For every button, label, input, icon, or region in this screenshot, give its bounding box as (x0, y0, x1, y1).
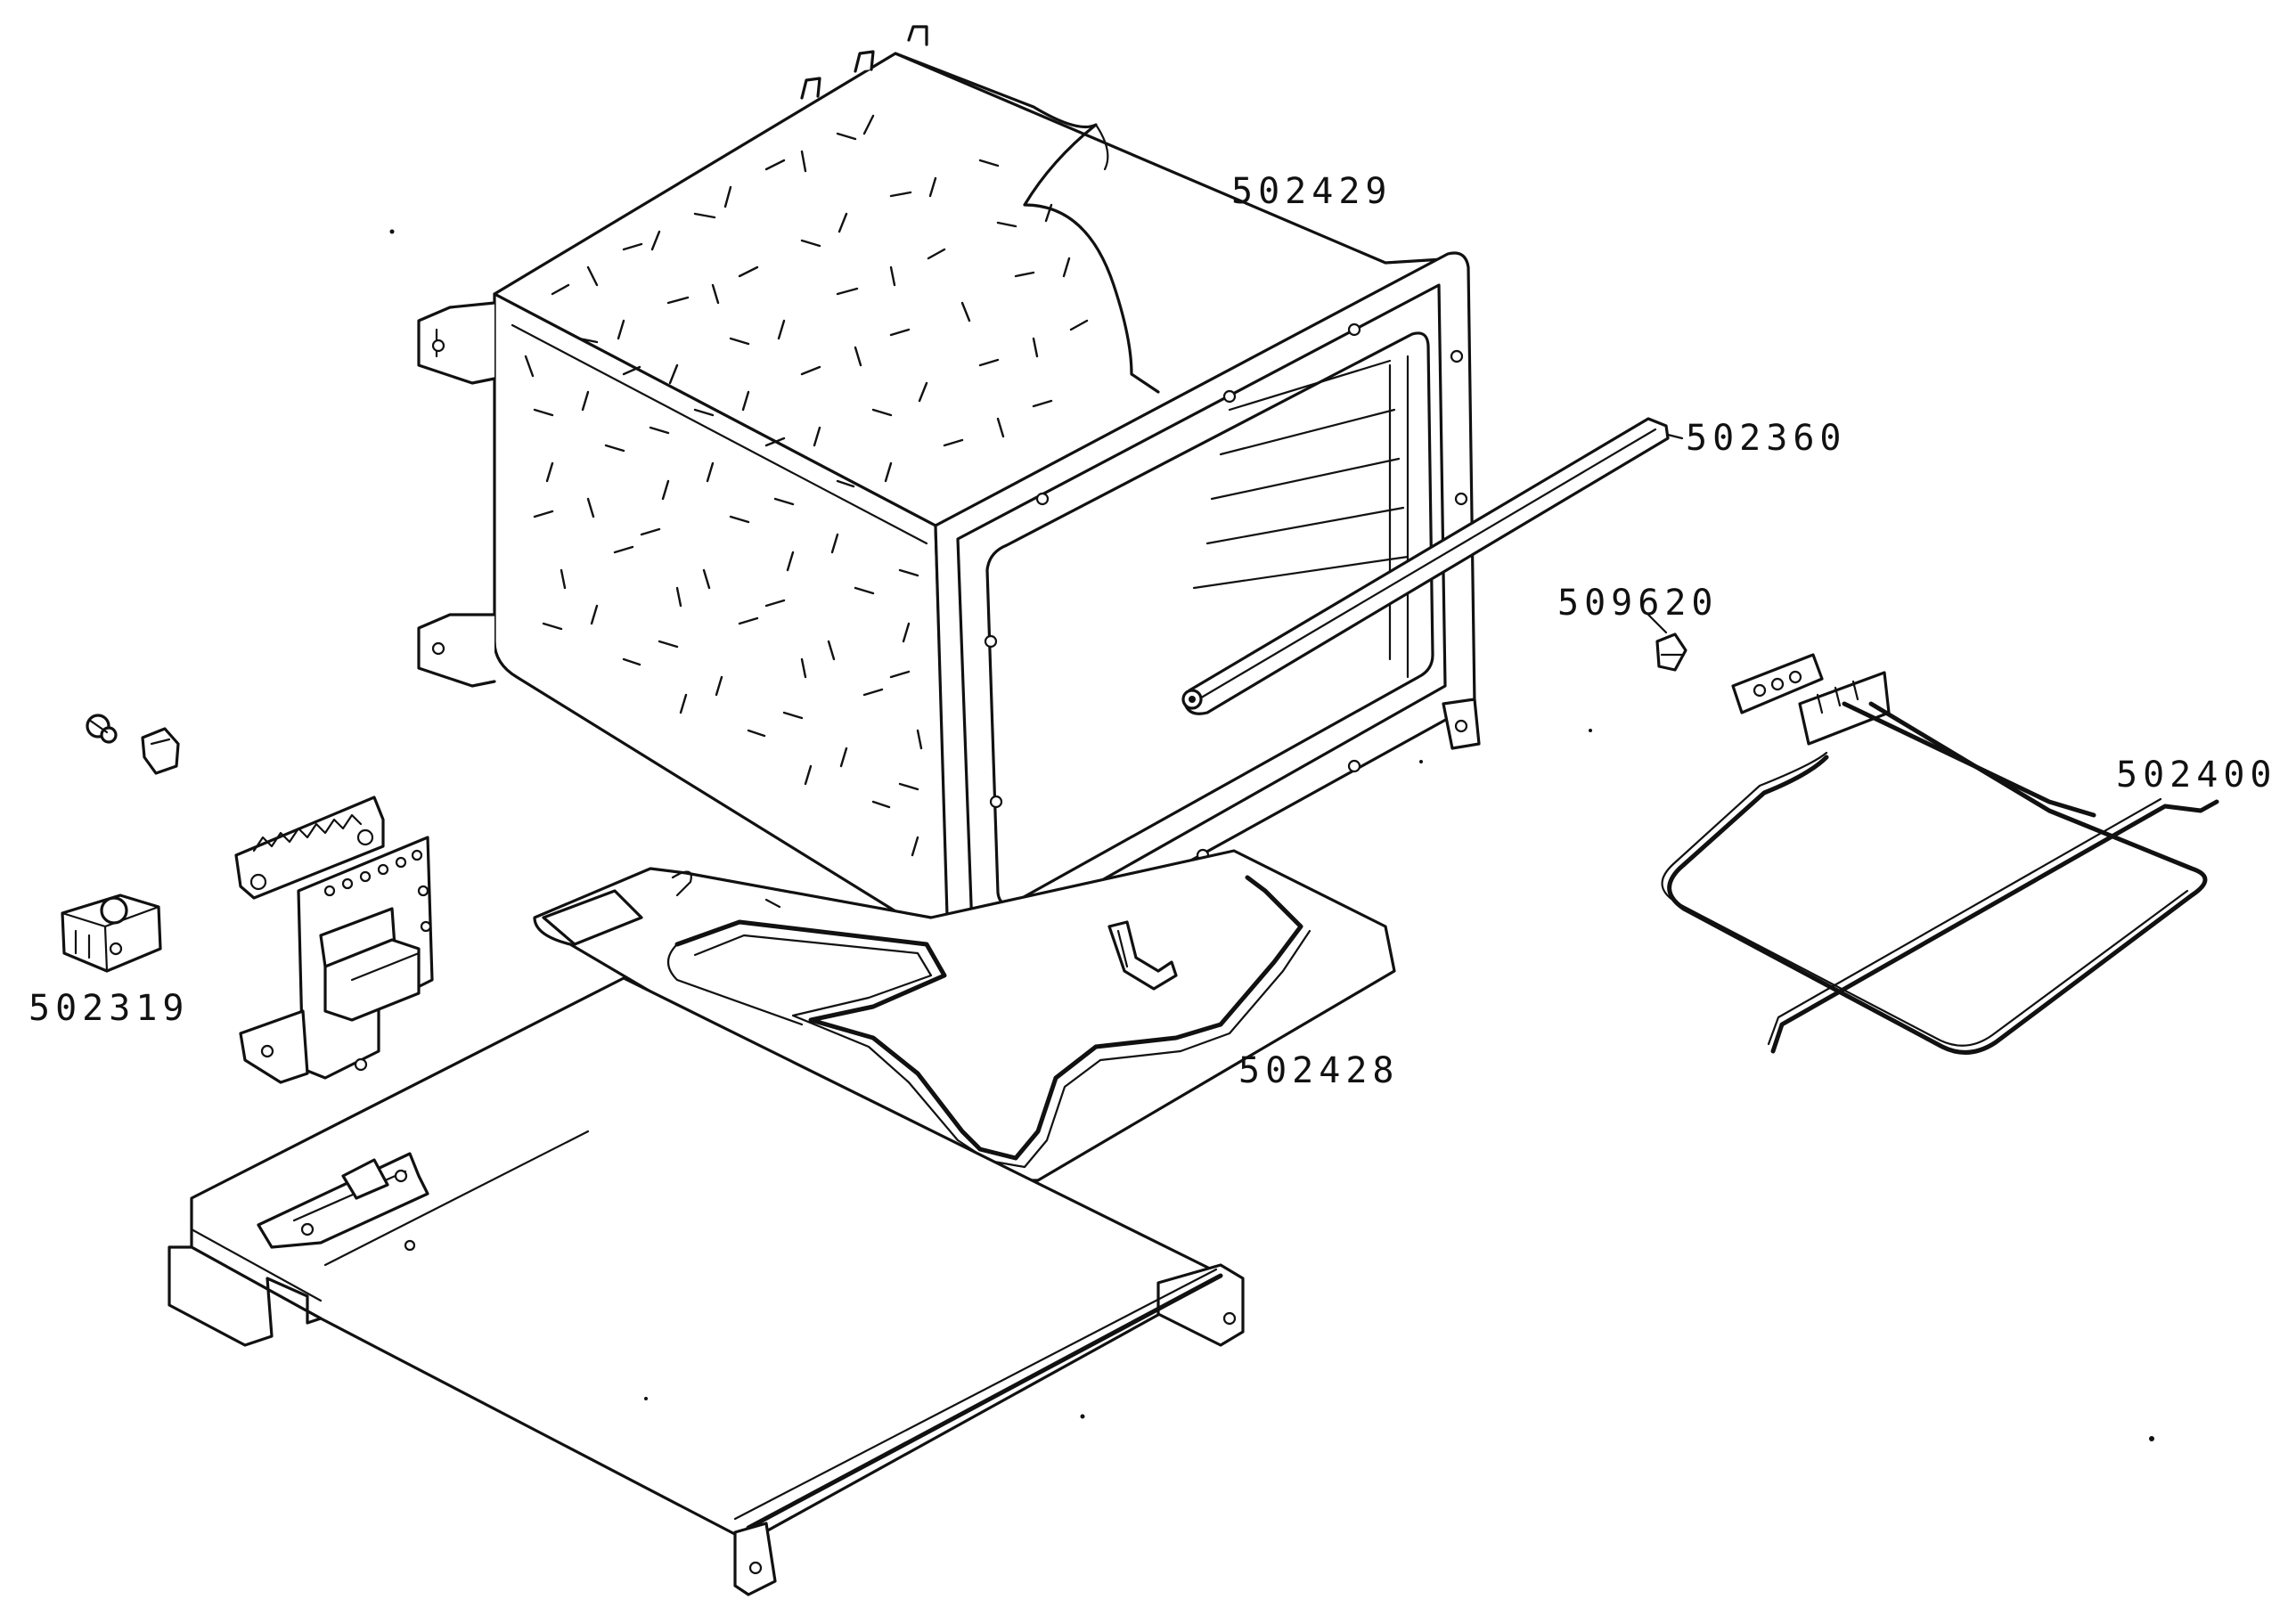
heating-element-part: 502400 (1661, 653, 2277, 1055)
label-502319: 502319 (29, 988, 190, 1029)
scan-specks (389, 229, 2154, 1441)
seal-bar-part: 502360 (1181, 417, 1847, 715)
label-509620: 509620 (1557, 583, 1719, 624)
label-502428: 502428 (1238, 1050, 1400, 1091)
label-502360: 502360 (1686, 418, 1847, 459)
label-502429: 502429 (1231, 171, 1393, 212)
bottom-element-plate-part: 502428 (533, 849, 1400, 1182)
hinge-bracket-part (234, 796, 434, 1084)
label-502400: 502400 (2116, 755, 2277, 796)
hardware-kit-part: 502319 (29, 714, 190, 1029)
oven-cavity-part: 502429 (417, 25, 1481, 1022)
clip-part: 509620 (1557, 583, 1719, 672)
base-panel-part (168, 976, 1245, 1596)
